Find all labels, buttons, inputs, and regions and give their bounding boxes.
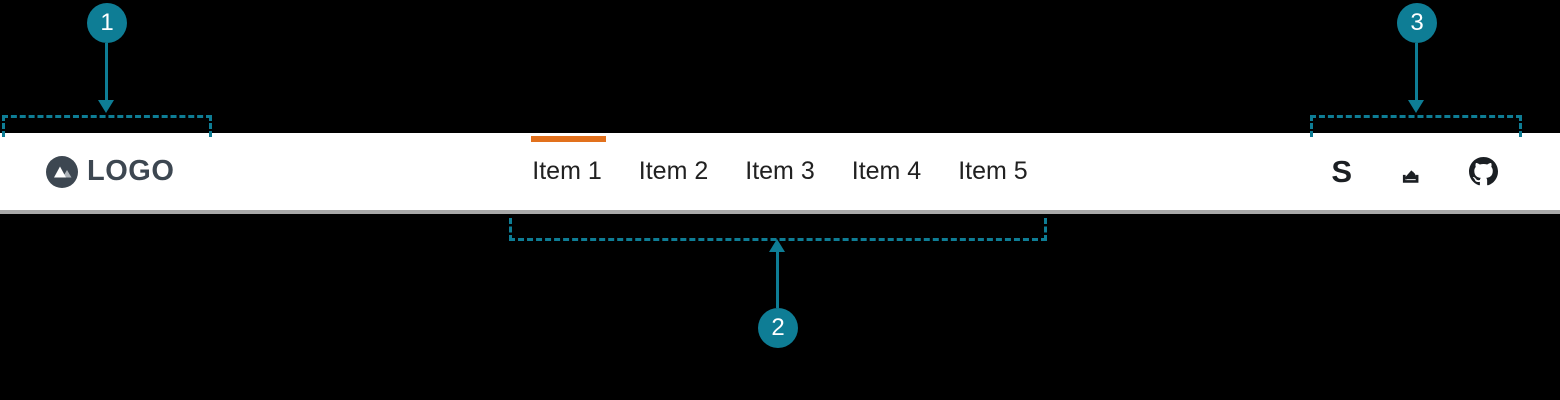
annotation-region-social-icons: [1310, 115, 1522, 137]
github-icon[interactable]: [1469, 157, 1498, 186]
callout-badge-3: 3: [1397, 3, 1437, 43]
callout-3-arrowhead-icon: [1408, 100, 1424, 113]
callout-3-arrow-line: [1415, 43, 1418, 100]
stack-overflow-icon[interactable]: [1397, 158, 1424, 185]
mountain-logo-icon: [46, 155, 78, 188]
active-item-indicator: [531, 136, 606, 142]
callout-1-arrow-line: [105, 43, 108, 100]
nav-item-3[interactable]: Item 3: [745, 157, 815, 185]
social-icons: S: [1331, 133, 1498, 210]
nav-list: Item 1 Item 2 Item 3 Item 4 Item 5: [532, 133, 1027, 210]
nav-item-4[interactable]: Item 4: [851, 157, 922, 185]
annotation-region-logo: [2, 115, 212, 137]
navbar: LOGO Item 1 Item 2 Item 3 Item 4 Item 5 …: [0, 133, 1560, 214]
callout-badge-2: 2: [758, 308, 798, 348]
nav-item-5[interactable]: Item 5: [958, 157, 1028, 185]
stack-exchange-s-icon[interactable]: S: [1331, 154, 1352, 189]
nav-item-2[interactable]: Item 2: [638, 157, 709, 185]
logo[interactable]: LOGO: [46, 133, 174, 210]
callout-badge-1: 1: [87, 3, 127, 43]
nav-item-1[interactable]: Item 1: [532, 157, 602, 185]
logo-text: LOGO: [87, 155, 175, 187]
callout-1-arrowhead-icon: [98, 100, 114, 113]
annotation-region-nav-items: [509, 218, 1047, 241]
callout-2-arrowhead-icon: [769, 239, 785, 252]
callout-2-arrow-line: [776, 252, 779, 308]
